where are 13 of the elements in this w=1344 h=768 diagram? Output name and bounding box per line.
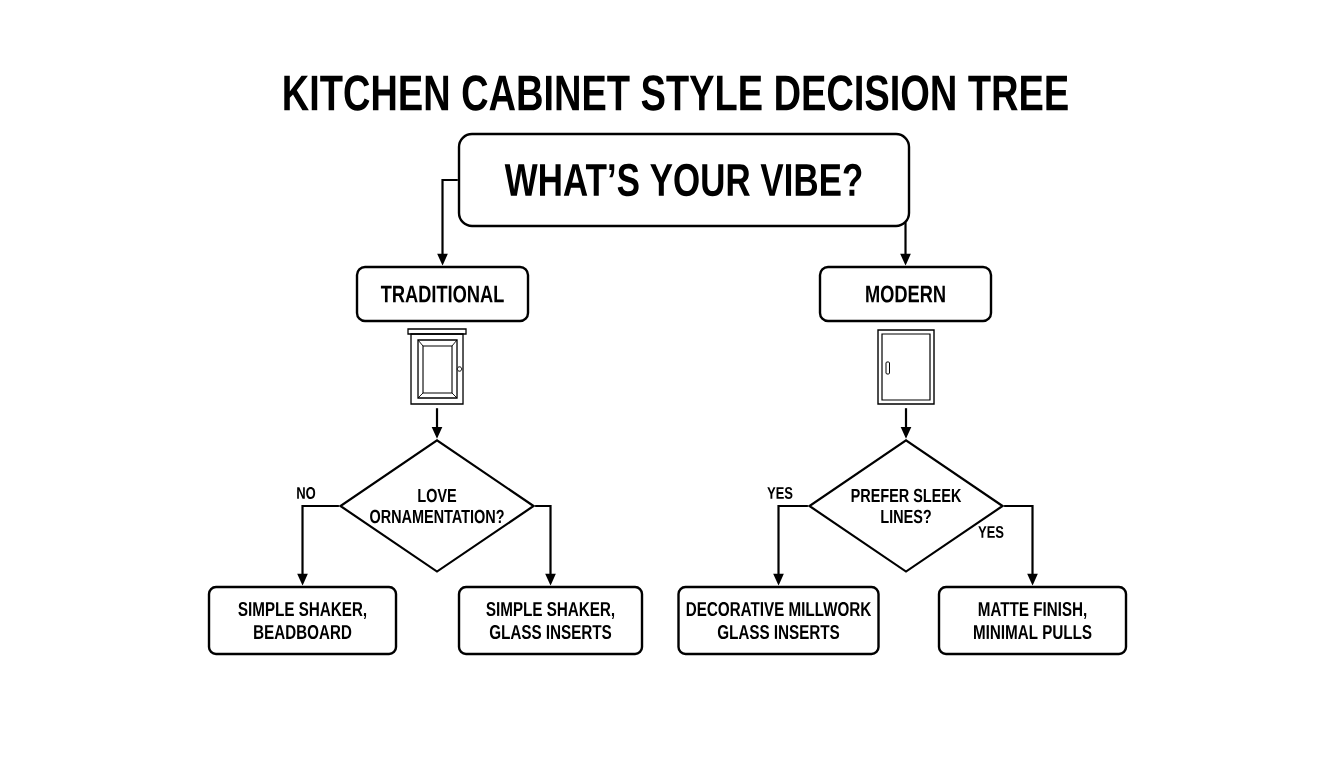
cabinet-icon (877, 329, 935, 405)
cabinet-icon (407, 328, 467, 405)
edge-label: YES (766, 486, 794, 500)
edge-label: NO (295, 486, 317, 500)
category-box: MODERN (818, 265, 993, 323)
question-box: WHAT’S YOUR VIBE? (457, 132, 911, 228)
title: KITCHEN CABINET STYLE DECISION TREE (284, 75, 1068, 111)
result-box: DECORATIVE MILLWORK GLASS INSERTS (677, 585, 880, 656)
result-box: SIMPLE SHAKER, GLASS INSERTS (457, 585, 644, 656)
result-box: MATTE FINISH, MINIMAL PULLS (937, 585, 1128, 656)
result-box: SIMPLE SHAKER, BEADBOARD (207, 585, 398, 656)
edge-label: YES (977, 525, 1005, 539)
category-box: TRADITIONAL (355, 265, 530, 323)
